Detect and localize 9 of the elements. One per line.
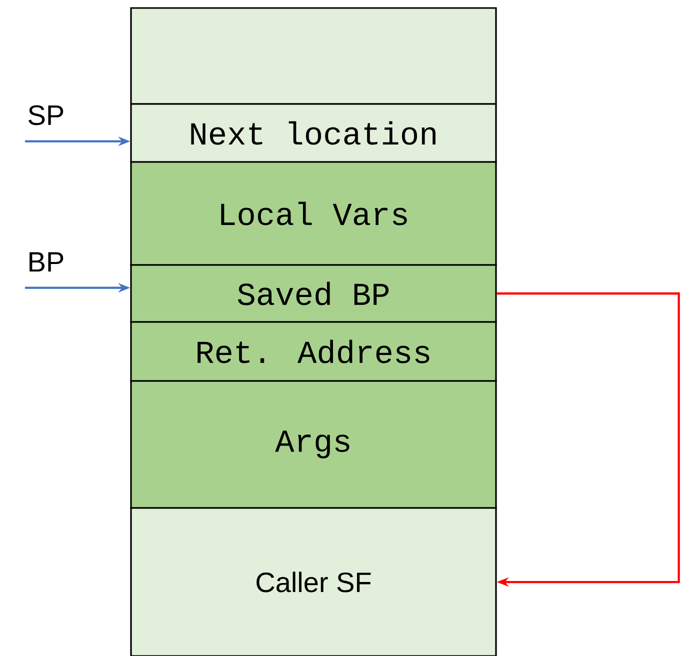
stack-cell: Ret. Address <box>130 321 497 382</box>
arrow <box>496 292 680 587</box>
stack-cell: Saved BP <box>130 264 497 323</box>
empty-stack-cell <box>130 7 497 105</box>
stack-cell: Next location <box>130 103 497 163</box>
stack-cell: Caller SF <box>130 507 497 656</box>
stack-cell: Local Vars <box>130 161 497 266</box>
pointer-label: SP <box>28 105 64 126</box>
pointer-label: BP <box>30 252 64 272</box>
